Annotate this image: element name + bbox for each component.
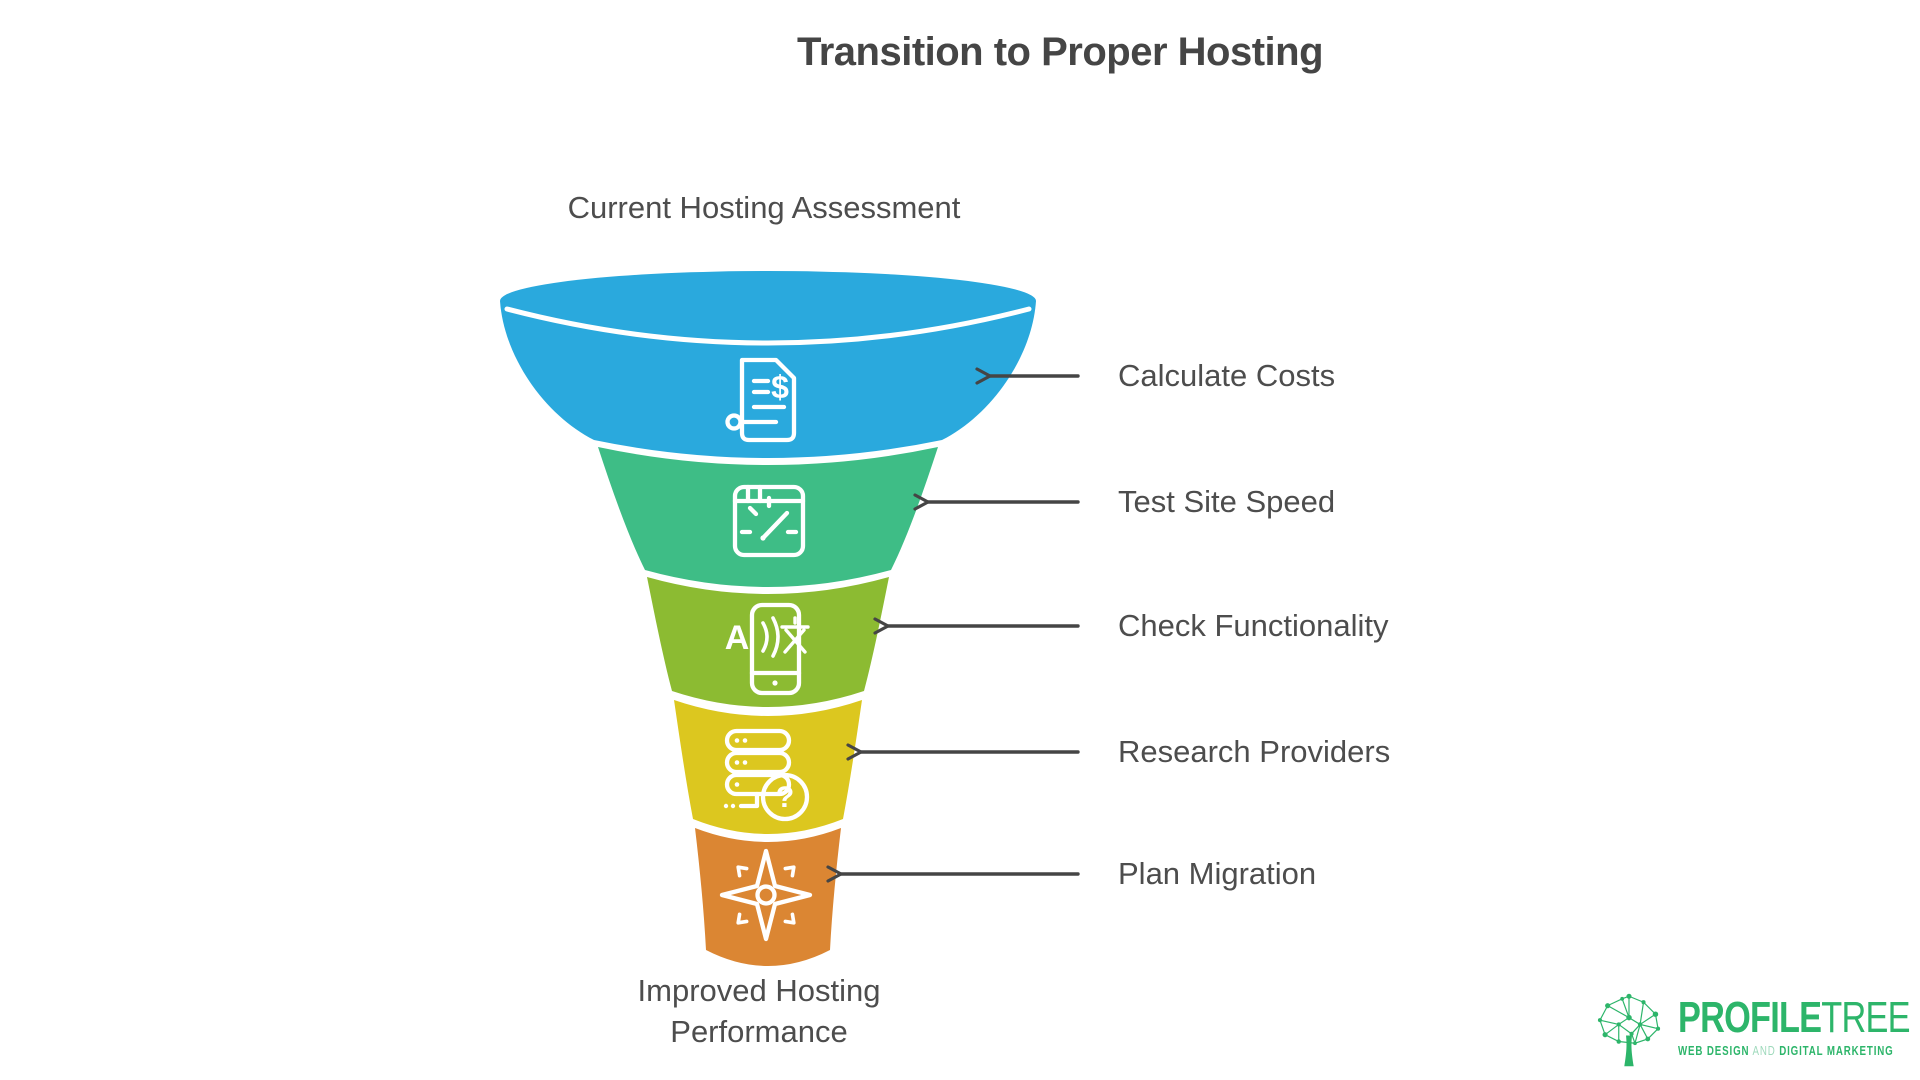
funnel-stage-2-shape — [598, 447, 938, 587]
invoice-cost-icon: $ — [725, 357, 797, 443]
stage-label-plan-migration: Plan Migration — [1118, 856, 1317, 891]
funnel-stage-1-shape — [500, 271, 1036, 458]
stage-arrows — [826, 367, 1080, 883]
funnel-stage-2 — [598, 447, 938, 587]
logo-brand-secondary: TREE — [1821, 993, 1910, 1042]
speed-gauge-icon — [732, 484, 806, 558]
letter-a-glyph: A — [725, 619, 750, 657]
stage-label-calculate-costs: Calculate Costs — [1118, 358, 1336, 393]
funnel-stage-5 — [695, 828, 841, 966]
logo-brand: PROFILETREE — [1678, 996, 1910, 1040]
page-title: Transition to Proper Hosting — [796, 30, 1324, 74]
funnel-stage-5-shape — [695, 828, 841, 966]
tree-network-icon — [1597, 993, 1661, 1067]
funnel-rim-line — [504, 306, 1032, 346]
translate-phone-icon: A — [725, 602, 810, 696]
stage-label-research-providers: Research Providers — [1118, 734, 1391, 769]
profiletree-logo: PROFILETREE WEB DESIGN AND DIGITAL MARKE… — [1588, 986, 1920, 1068]
logo-tagline-mid: AND — [1752, 1044, 1776, 1058]
compass-icon — [719, 848, 813, 942]
dollar-glyph: $ — [771, 369, 789, 405]
question-glyph: ? — [776, 781, 794, 814]
cjk-glyph — [780, 616, 810, 654]
logo-text: PROFILETREE WEB DESIGN AND DIGITAL MARKE… — [1678, 996, 1910, 1059]
funnel-bottom-label: Improved Hosting Performance — [637, 973, 881, 1049]
funnel-stage-4-shape — [674, 700, 862, 834]
funnel-stage-1 — [500, 271, 1036, 458]
logo-brand-primary: PROFILE — [1678, 993, 1822, 1042]
stage-label-check-functionality: Check Functionality — [1118, 608, 1389, 643]
logo-tagline: WEB DESIGN AND DIGITAL MARKETING — [1678, 1044, 1910, 1058]
logo-tagline-tail: DIGITAL MARKETING — [1779, 1044, 1894, 1058]
funnel-top-label: Current Hosting Assessment — [567, 190, 961, 225]
funnel-stage-4 — [674, 700, 862, 834]
logo-tagline-lead: WEB DESIGN — [1678, 1044, 1750, 1058]
server-question-icon: ? — [723, 728, 810, 822]
stage-label-test-site-speed: Test Site Speed — [1118, 484, 1336, 519]
